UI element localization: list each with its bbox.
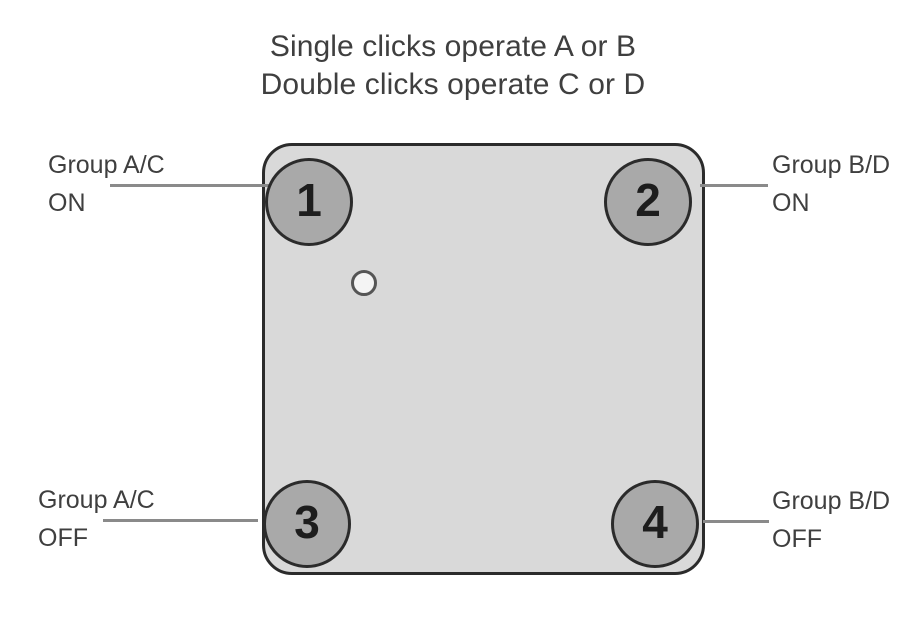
switch-button-1[interactable]: 1 bbox=[265, 158, 353, 246]
switch-button-4[interactable]: 4 bbox=[611, 480, 699, 568]
callout-top-left: Group A/C ON bbox=[48, 146, 165, 222]
diagram-title: Single clicks operate A or B Double clic… bbox=[0, 28, 906, 104]
callout-bottom-right-line1: Group B/D bbox=[772, 487, 891, 515]
callout-top-right-line2: ON bbox=[772, 189, 810, 217]
callout-top-left-line2: ON bbox=[48, 189, 86, 217]
callout-top-left-line1: Group A/C bbox=[48, 151, 165, 179]
callout-bottom-right: Group B/D OFF bbox=[772, 482, 890, 558]
callout-bottom-left-line1: Group A/C bbox=[38, 486, 155, 514]
callout-bottom-left: Group A/C OFF bbox=[38, 481, 155, 557]
leader-line-bottom-right bbox=[703, 520, 769, 523]
switch-button-2[interactable]: 2 bbox=[604, 158, 692, 246]
switch-button-4-label: 4 bbox=[642, 496, 668, 548]
switch-button-3[interactable]: 3 bbox=[263, 480, 351, 568]
callout-top-right-line1: Group B/D bbox=[772, 151, 891, 179]
title-line-double-clicks: Double clicks operate C or D bbox=[260, 68, 646, 101]
status-led-icon bbox=[351, 270, 377, 296]
leader-line-top-right bbox=[700, 184, 768, 187]
callout-bottom-left-line2: OFF bbox=[38, 524, 88, 552]
switch-button-1-label: 1 bbox=[296, 174, 322, 226]
switch-button-3-label: 3 bbox=[294, 496, 320, 548]
leader-line-bottom-left bbox=[103, 519, 258, 522]
switch-button-2-label: 2 bbox=[635, 174, 661, 226]
title-line-single-clicks: Single clicks operate A or B bbox=[269, 30, 637, 63]
leader-line-top-left bbox=[110, 184, 270, 187]
callout-bottom-right-line2: OFF bbox=[772, 525, 822, 553]
callout-top-right: Group B/D ON bbox=[772, 146, 890, 222]
